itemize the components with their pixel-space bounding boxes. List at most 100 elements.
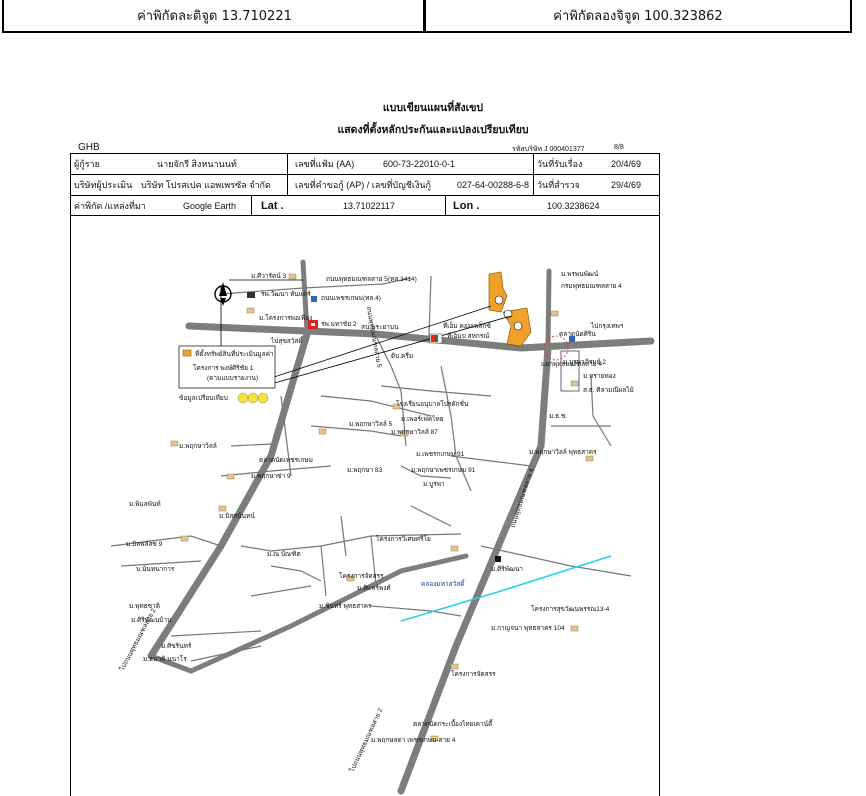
label-mkt3: ม.ทรายทอง	[583, 373, 616, 380]
label-v-z: โครงการจัดสรร	[339, 572, 384, 580]
road-left-diagonal	[147, 330, 311, 660]
label-v-g: ม.บูรพา	[423, 481, 445, 488]
label-ptt: ไปสุขสวัสดิ์	[270, 336, 304, 345]
hospital-cross-icon	[311, 323, 315, 326]
coordinate-bar: ค่าพิกัดละติจูด 13.710221 ค่าพิกัดลองจิจ…	[0, 0, 866, 36]
label-gas: ทีเอ็มบ สหกรณ์	[447, 331, 489, 340]
building-icon	[247, 292, 255, 298]
lon-label: Lon .	[453, 200, 480, 212]
page-number: 8/8	[614, 144, 624, 151]
road-phutthamonthon-4	[397, 344, 552, 795]
label-v-d: ม.เพชรกเกษม 91	[416, 451, 465, 458]
label-mkt2: ม.บูรพาภิรมย์ 2	[563, 358, 606, 366]
file-value: 600-73-22010-0-1	[383, 159, 456, 169]
label-market: ตลาดนัดศิริน	[559, 330, 596, 338]
subject-plot	[488, 271, 532, 347]
map-title: แบบเขียนแผนที่สังเขป	[382, 102, 484, 114]
label-v-e: ม.พฤกษา 83	[347, 467, 383, 474]
label-v-ae: ม.พฤกษลดา เพชรเกษม-สาย 4	[371, 737, 456, 744]
coordinate-source-value: Google Earth	[183, 201, 237, 211]
label-village-top: ม.ศิวารัตน์ 3	[251, 272, 286, 280]
label-right-cross: แยกพุทธมณฑลสาย 4	[541, 361, 602, 368]
file-label: เลขที่แฟ้ม (AA)	[295, 159, 355, 169]
map-legend: ที่ตั้งทรัพย์สินที่ประเมินมูลค่า โครงการ…	[178, 345, 276, 404]
lon-value: 100.3238624	[547, 201, 600, 211]
label-canal: คลองมหาสวัสดิ์	[421, 579, 466, 588]
label-v-f: ม.พฤกษาเพชรเกษม 91	[411, 467, 476, 474]
seven-eleven-stripe-icon	[431, 335, 435, 342]
received-value: 20/4/69	[611, 159, 642, 169]
label-v-u: ม.ณ บัณฑิต	[267, 550, 301, 558]
label-v-c: ม.เพอร์เฟคไทย	[401, 415, 444, 423]
label-v-q: บ.นันทนาการ	[136, 565, 175, 573]
applicant-value: นายจักรี สิงหนานนท์	[157, 159, 237, 169]
label-v-w: ม.ธนาดิ นนาโร	[143, 655, 187, 663]
ref-value: 027-64-00288-6-8	[457, 180, 530, 190]
label-v-x: ตลาดนัดเพชรเกษม	[259, 456, 313, 464]
longitude-cell: ค่าพิกัดลองจิจูด 100.323862	[423, 0, 852, 33]
label-mkt4: ส.ธ. ศิลามณีผลไม้	[583, 386, 634, 394]
label-v-y: โครงการวิเศษศรีโย	[376, 535, 431, 543]
label-v-h: ม.พฤกษาวิลล์ พุทธสาคร	[529, 448, 597, 456]
label-v-l: ม.พิมลพันท์	[129, 500, 161, 508]
received-label: วันที่รับเรื่อง	[537, 159, 583, 169]
label-v-ad: ตลาดนัดกระเบื้องไทยเคาน์ตี้	[413, 719, 493, 728]
legend-sub1: โครงการ พงษ์ศิริชัย 1	[193, 364, 254, 372]
label-v-ag: โครงการจัดสรร	[451, 670, 496, 678]
latitude-cell: ค่าพิกัดละติจูด 13.710221	[2, 0, 425, 33]
minor-roads	[110, 275, 632, 662]
canal-line	[400, 555, 612, 622]
label-v-a: ม.พฤกษาวิลล์ 5	[349, 420, 393, 428]
report-number: รหัสบริษัท J 000401377	[512, 146, 585, 153]
label-v-b: ม.พฤกษาวิลล์ 87	[391, 428, 438, 436]
legend-compare-label: ข้อมูลเปรียบเทียบ	[179, 394, 228, 402]
label-v-j: ม.พฤกษาซ่า 9	[251, 473, 291, 480]
label-school2: ม.โครงการพอเพียง	[259, 314, 312, 322]
applicant-label: ผู้กู้ราย	[74, 159, 100, 169]
appraiser-label: บริษัทผู้ประเมิน	[74, 180, 133, 190]
survey-label: วันที่สำรวจ	[537, 180, 580, 190]
compass-icon	[214, 282, 232, 306]
label-v-af: โครงการสุขวัฒนพรรณ13-4	[531, 605, 610, 613]
label-v-s: ม.พุทธชาติ	[129, 602, 160, 610]
ref-label: เลขที่คำขอกู้ (AP) / เลขที่บัญชีเงินกู้	[295, 180, 431, 190]
label-school-top: รพ.วัฒนา ทันแคร์	[261, 290, 311, 298]
info-form: ผู้กู้ราย นายจักรี สิงหนานนท์ เลขที่แฟ้ม…	[70, 153, 660, 216]
map-subtitle: แสดงที่ตั้งหลักประกันและแปลงเปรียบเทียบ	[337, 124, 529, 136]
pointer-lines	[220, 279, 512, 385]
label-v-i: ม.ธ.ช.	[549, 413, 567, 420]
label-road-main: ถนนเพชรเกษม(ทล.4)	[321, 295, 381, 302]
sketch-map: ที่ตั้งทรัพย์สินที่ประเมินมูลค่า โครงการ…	[110, 259, 655, 795]
label-road-phutthamonthon-4: ถนนพุทธมณฑลสาย 4	[510, 467, 536, 528]
road-phetkasem	[185, 322, 655, 352]
label-police: สน.พระยาบน	[361, 324, 399, 331]
lat-label: Lat .	[261, 200, 284, 212]
lat-value: 13.71022117	[343, 201, 395, 211]
label-to-bangkok: ไปกรุงเทพฯ	[590, 322, 624, 330]
label-v-temple: โรงเรียนอนุบาลโปรดักชั่น	[396, 399, 469, 408]
label-temple: ดิบ.ดรีม	[391, 352, 413, 360]
village-markers	[170, 273, 594, 742]
label-v-t: ม.ศิริพัฒนบ้าน	[131, 616, 172, 624]
label-v-v: ม.ศิขรินทร์	[161, 642, 192, 650]
label-v-k: ม.บิสสนันทน์	[219, 512, 255, 520]
temple-icon	[495, 556, 501, 562]
label-village-right1: ม.พรพนพัฒน์	[561, 270, 599, 278]
major-roads	[147, 259, 655, 795]
comparison-circle	[543, 335, 569, 361]
road-lower	[148, 553, 469, 674]
label-v-ai: ม.กาญจนา พุทธสาคร 104	[491, 625, 565, 632]
road-north-right	[545, 268, 552, 349]
school-icon	[311, 296, 317, 302]
legend-sub2: (ตามแบบรายงาน)	[207, 375, 258, 382]
label-hospital: รพ.มหาชัย 2	[321, 320, 357, 328]
label-road-top: ถนนพุทธมณฑลสาย 5(ทล.3414)	[326, 276, 417, 283]
form-row-coordinates: ค่าพิกัด /แหล่งที่มา Google Earth Lat . …	[71, 196, 659, 217]
bank-code: GHB	[78, 142, 100, 153]
coordinate-source-label: ค่าพิกัด /แหล่งที่มา	[74, 201, 146, 211]
bank-icon	[569, 336, 575, 342]
road-north-left	[300, 259, 310, 335]
form-row-appraiser: บริษัทผู้ประเมิน บริษัท โปรสเปค แอพเพรซั…	[71, 175, 659, 196]
label-seven-store: ทีเอ็ม คอมเพล็กซ์	[443, 321, 491, 330]
label-v-ah: ม.ศิริพัฒนา	[491, 565, 523, 573]
